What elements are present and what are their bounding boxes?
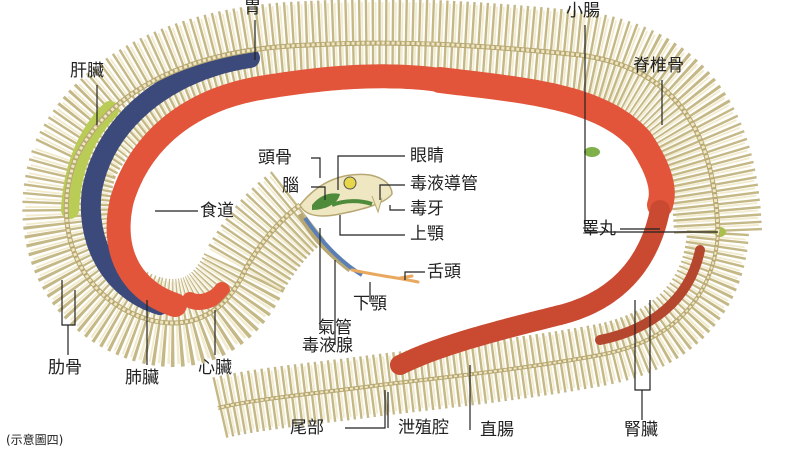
label-rectum: 直腸 <box>480 420 514 440</box>
kidney-organ <box>595 245 705 345</box>
label-venom-gland: 毒液腺 <box>302 336 353 356</box>
label-liver: 肝臟 <box>70 61 104 81</box>
label-tail: 尾部 <box>290 418 324 438</box>
stomach-organ <box>106 64 452 317</box>
diagram-caption: (示意圖四) <box>6 433 64 447</box>
label-small-intestine: 小腸 <box>566 1 600 21</box>
label-lung: 肺臟 <box>125 368 159 388</box>
eye-shape <box>343 176 357 190</box>
label-esophagus: 食道 <box>200 201 234 221</box>
label-trachea: 氣管 <box>318 318 352 338</box>
label-stomach: 胃 <box>244 0 261 18</box>
label-testis: 睪丸 <box>582 219 616 239</box>
label-skull: 頭骨 <box>258 148 292 168</box>
brain-organ <box>312 193 340 210</box>
small-intestine-organ <box>427 67 675 218</box>
label-ribs: 肋骨 <box>48 358 82 378</box>
label-venom-duct: 毒液導管 <box>410 174 478 194</box>
tongue-organ <box>350 268 420 284</box>
heart-organ <box>182 282 230 310</box>
label-cloaca: 泄殖腔 <box>398 418 449 438</box>
label-brain: 腦 <box>282 176 299 196</box>
label-kidney: 腎臟 <box>624 420 658 440</box>
label-maxilla: 上顎 <box>410 224 444 244</box>
label-spine: 脊椎骨 <box>633 56 684 76</box>
lung-organ <box>80 48 260 315</box>
label-fang: 毒牙 <box>410 199 444 219</box>
leader-lines <box>61 20 718 430</box>
label-tongue: 舌頭 <box>427 262 461 282</box>
rectum-organ <box>390 200 670 375</box>
lower-jaw-shape <box>297 212 352 272</box>
snake-head <box>297 173 420 284</box>
label-eye: 眼睛 <box>410 146 444 166</box>
testis-organ <box>584 147 600 157</box>
label-heart: 心臟 <box>198 358 232 378</box>
venom-gland-organ <box>331 199 373 207</box>
label-mandible: 下顎 <box>353 294 387 314</box>
